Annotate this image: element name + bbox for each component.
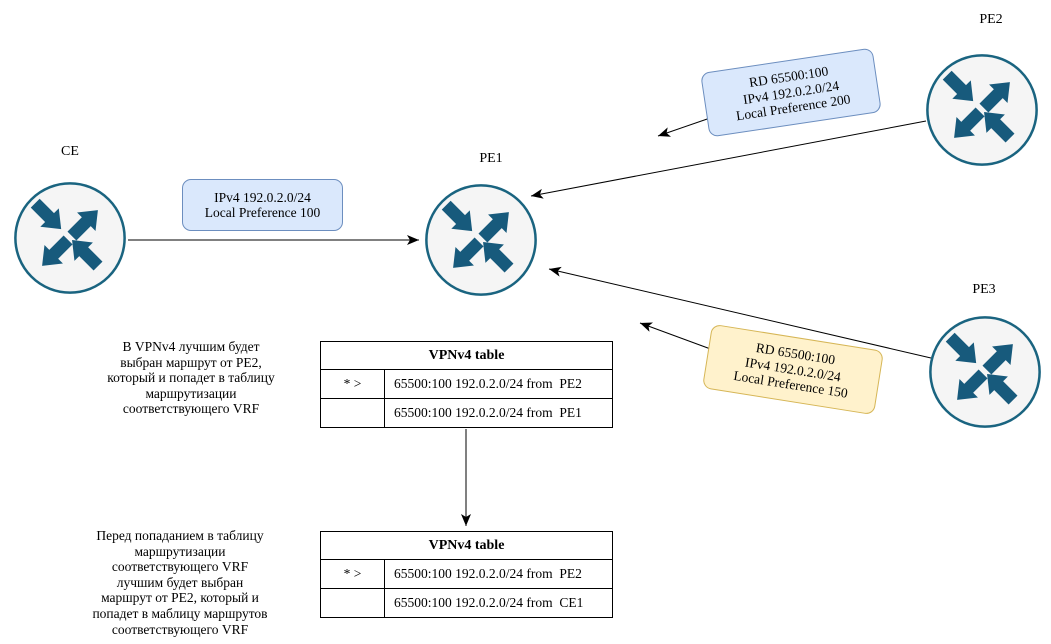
best-route-flag: * > bbox=[321, 370, 385, 398]
router-icon-pe3 bbox=[927, 314, 1043, 430]
table-title: VPNv4 table bbox=[321, 532, 612, 560]
connector-callout-pe3-pointer bbox=[639, 322, 717, 352]
callout-ce-route: IPv4 192.0.2.0/24 Local Preference 100 bbox=[182, 179, 343, 231]
note-line: соответствующего VRF bbox=[111, 559, 249, 575]
best-route-flag bbox=[321, 589, 385, 617]
router-label-ce: CE bbox=[61, 144, 79, 159]
best-route-flag: * > bbox=[321, 560, 385, 588]
note-line: В VPNv4 лучшим будет bbox=[122, 339, 260, 354]
router-icon-pe2 bbox=[924, 52, 1040, 168]
callout-line: IPv4 192.0.2.0/24 bbox=[214, 189, 311, 205]
connector-pe3-to-pe1 bbox=[548, 266, 932, 359]
vpnv4-table-2: VPNv4 table * > 65500:100 192.0.2.0/24 f… bbox=[320, 531, 613, 618]
router-icon-pe1 bbox=[423, 182, 539, 298]
route-entry: 65500:100 192.0.2.0/24 from PE2 bbox=[394, 566, 582, 581]
note-line: лучшим будет выбран bbox=[116, 574, 244, 590]
table-row: * > 65500:100 192.0.2.0/24 from PE2 bbox=[321, 370, 612, 399]
route-entry: 65500:100 192.0.2.0/24 from CE1 bbox=[394, 595, 584, 610]
router-icon-ce bbox=[12, 180, 128, 296]
router-label-pe3: PE3 bbox=[972, 282, 996, 297]
route-entry: 65500:100 192.0.2.0/24 from PE2 bbox=[394, 376, 582, 391]
note-line: маршрут от PE2, который и bbox=[101, 590, 259, 606]
note-line: соответствующего VRF bbox=[111, 621, 249, 637]
note-line: маршрутизации bbox=[134, 543, 226, 559]
vpnv4-table-1: VPNv4 table * > 65500:100 192.0.2.0/24 f… bbox=[320, 341, 613, 428]
note-line: выбран маршрут от PE2, bbox=[120, 354, 262, 370]
table-title: VPNv4 table bbox=[321, 342, 612, 370]
table-row: 65500:100 192.0.2.0/24 from CE1 bbox=[321, 589, 612, 617]
connector-pe2-to-pe1 bbox=[530, 120, 927, 199]
connector-callout-pe2-pointer bbox=[657, 116, 714, 137]
best-route-flag bbox=[321, 399, 385, 427]
table-row: 65500:100 192.0.2.0/24 from PE1 bbox=[321, 399, 612, 427]
note-line: соответствующего VRF bbox=[122, 401, 260, 417]
router-label-pe2: PE2 bbox=[979, 12, 1003, 27]
route-entry: 65500:100 192.0.2.0/24 from PE1 bbox=[394, 405, 582, 420]
router-label-pe1: PE1 bbox=[479, 151, 503, 166]
note-vpnv4-selection: В VPNv4 лучшим будет выбран маршрут от P… bbox=[74, 339, 308, 417]
note-line: Перед попаданием в таблицу bbox=[96, 528, 264, 543]
callout-line: Local Preference 100 bbox=[204, 205, 321, 220]
note-line: попадет в маблицу маршрутов bbox=[92, 605, 268, 621]
note-line: который и попадет в таблицу bbox=[107, 370, 275, 386]
note-vrf-selection: Перед попаданием в таблицу маршрутизации… bbox=[58, 528, 302, 637]
table-row: * > 65500:100 192.0.2.0/24 from PE2 bbox=[321, 560, 612, 589]
note-line: маршрутизации bbox=[145, 385, 237, 401]
